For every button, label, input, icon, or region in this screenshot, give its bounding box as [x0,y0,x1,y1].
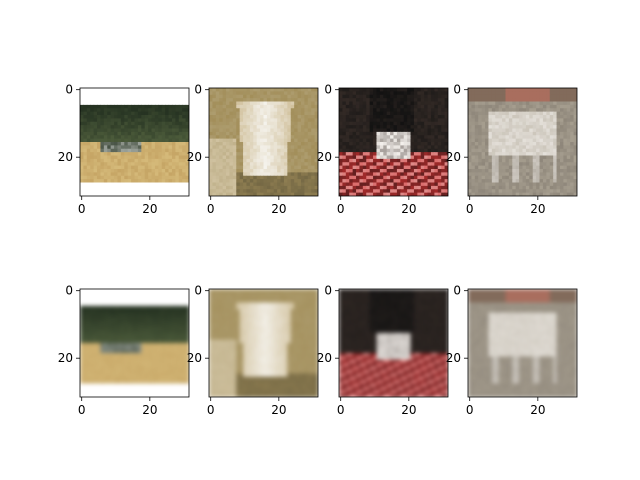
y-tick-label: 0 [324,284,332,298]
image-1-1 [209,289,318,397]
x-tick-label: 20 [530,403,545,417]
panel-0-2: 0 20 0 20 [317,83,449,216]
x-tick-label: 20 [142,403,157,417]
panel-1-1: 0 20 0 20 [187,284,319,417]
panel-0-1: 0 20 0 20 [187,83,319,216]
x-tick-label: 20 [142,202,157,216]
image-0-3 [468,88,577,196]
axes-frame [79,288,190,398]
y-tick-label: 20 [187,351,202,365]
axes-frame [79,87,190,197]
x-tick-label: 20 [530,202,545,216]
x-tick-label: 20 [401,202,416,216]
y-tick-label: 20 [446,150,461,164]
x-tick-label: 0 [207,202,215,216]
y-tick-label: 0 [65,83,73,97]
y-tick-label: 0 [453,284,461,298]
image-0-0 [80,88,189,196]
panel-0-3: 0 20 0 20 [446,83,578,216]
x-tick-label: 0 [466,202,474,216]
y-tick-label: 20 [317,351,332,365]
x-tick-label: 0 [337,403,345,417]
panel-1-3: 0 20 0 20 [446,284,578,417]
image-0-2 [339,88,448,196]
x-tick-label: 0 [78,403,86,417]
y-tick-label: 0 [194,83,202,97]
y-tick-label: 20 [58,150,73,164]
y-tick-label: 0 [324,83,332,97]
y-tick-label: 20 [317,150,332,164]
x-tick-label: 0 [337,202,345,216]
y-tick-label: 0 [65,284,73,298]
axes-frame [338,288,449,398]
y-tick-label: 0 [194,284,202,298]
x-tick-label: 20 [271,403,286,417]
y-tick-label: 20 [58,351,73,365]
axes-frame [208,288,319,398]
x-tick-label: 0 [466,403,474,417]
image-1-2 [339,289,448,397]
axes-frame [338,87,449,197]
panel-0-0: 0 20 0 20 [58,83,190,216]
axes-frame [208,87,319,197]
y-tick-label: 20 [187,150,202,164]
axes-frame [467,288,578,398]
image-1-0 [80,289,189,397]
y-tick-label: 20 [446,351,461,365]
x-tick-label: 0 [207,403,215,417]
panel-1-2: 0 20 0 20 [317,284,449,417]
image-0-1 [209,88,318,196]
axes-frame [467,87,578,197]
image-1-3 [468,289,577,397]
x-tick-label: 0 [78,202,86,216]
y-tick-label: 0 [453,83,461,97]
panel-1-0: 0 20 0 20 [58,284,190,417]
x-tick-label: 20 [271,202,286,216]
x-tick-label: 20 [401,403,416,417]
